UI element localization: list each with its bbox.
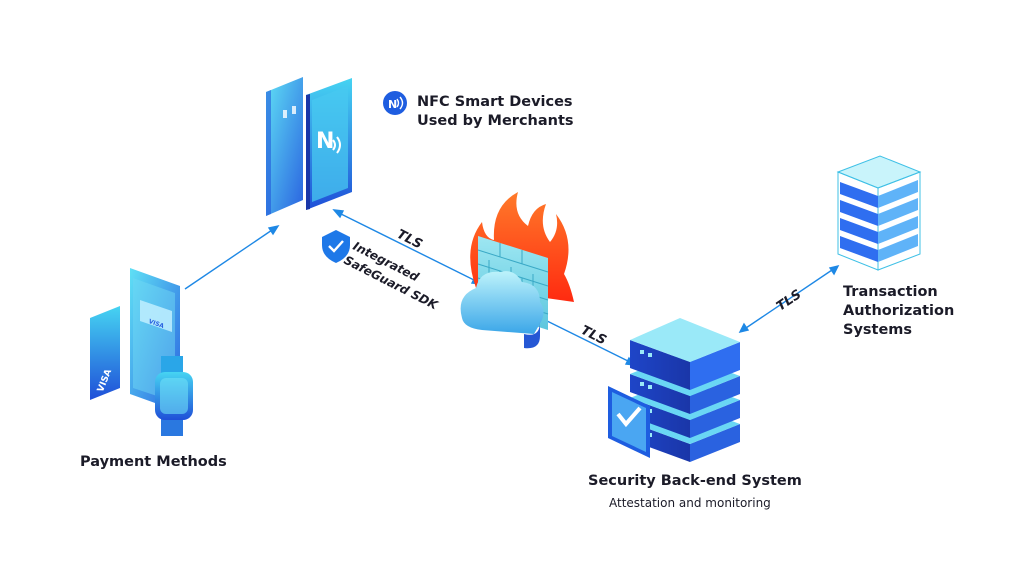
nfc-smart-devices: N: [266, 77, 352, 216]
arrow-head: [738, 322, 750, 334]
svg-text:N: N: [316, 129, 334, 154]
authorization-label-line2: Authorization: [843, 303, 955, 319]
payment-card: [90, 306, 120, 400]
payment-methods-devices: [90, 268, 193, 436]
authorization-label: Transaction Authorization Systems: [843, 283, 954, 340]
payment-to-nfc-line: [184, 227, 276, 290]
arrow-head: [267, 224, 280, 236]
authorization-label-line1: Transaction: [843, 284, 938, 300]
cloud-firewall: [460, 192, 574, 349]
cloud-to-backend-line: [540, 317, 633, 364]
nfc-devices-label-line1: NFC Smart Devices: [417, 94, 573, 110]
cloud-icon: [460, 271, 544, 334]
payment-methods-label: Payment Methods: [80, 454, 227, 470]
backend-to-auth-line: [742, 267, 836, 331]
shield-check-icon: [322, 230, 350, 263]
authorization-systems-icon: [836, 155, 922, 271]
backend-label: Security Back-end System: [588, 473, 802, 489]
nfc-devices-label: NFC Smart Devices Used by Merchants: [417, 93, 574, 131]
nfc-to-cloud-line: [336, 211, 479, 283]
authorization-label-line3: Systems: [843, 322, 913, 338]
svg-text:N: N: [388, 98, 397, 111]
nfc-icon: N: [383, 91, 407, 115]
nfc-devices-label-line2: Used by Merchants: [417, 113, 574, 129]
arrow-head: [828, 264, 840, 276]
security-backend-server: [608, 318, 740, 462]
backend-sublabel: Attestation and monitoring: [609, 496, 771, 510]
arrow-head: [332, 209, 345, 219]
smartwatch: [155, 356, 193, 436]
